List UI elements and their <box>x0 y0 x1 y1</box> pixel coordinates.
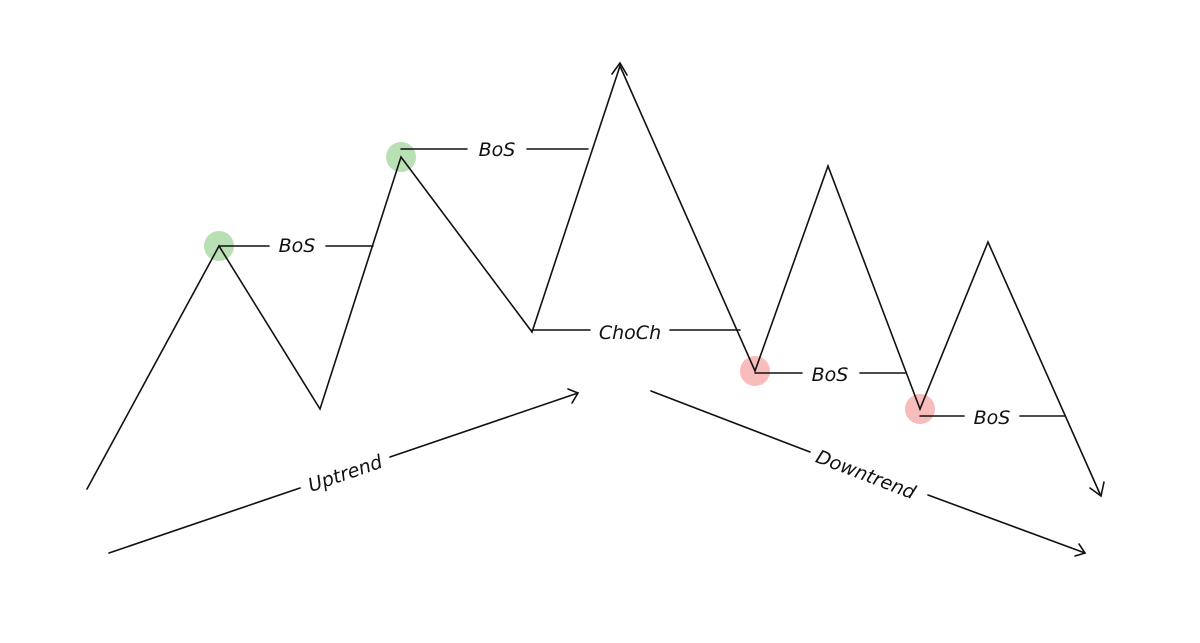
uptrend-arrowhead <box>567 388 580 404</box>
uptrend-label: Uptrend <box>305 451 386 497</box>
price-path-end-arrowhead <box>1089 481 1105 498</box>
downtrend-arrow-line-right <box>927 494 1086 554</box>
downtrend-arrow-line-left <box>650 390 811 453</box>
uptrend-arrow-line-right <box>389 392 579 458</box>
price-path-peak-arrowhead <box>611 61 628 76</box>
choch-label: ChoCh <box>599 322 661 344</box>
downtrend-arrowhead <box>1074 543 1087 557</box>
bos-label-2: BoS <box>479 139 516 161</box>
bos-label-1: BoS <box>279 235 316 257</box>
bos-label-3: BoS <box>812 364 849 386</box>
price-path <box>86 63 1101 495</box>
downtrend-label: Downtrend <box>813 446 920 504</box>
uptrend-arrow-line-left <box>108 487 301 554</box>
bos-label-4: BoS <box>974 407 1011 429</box>
